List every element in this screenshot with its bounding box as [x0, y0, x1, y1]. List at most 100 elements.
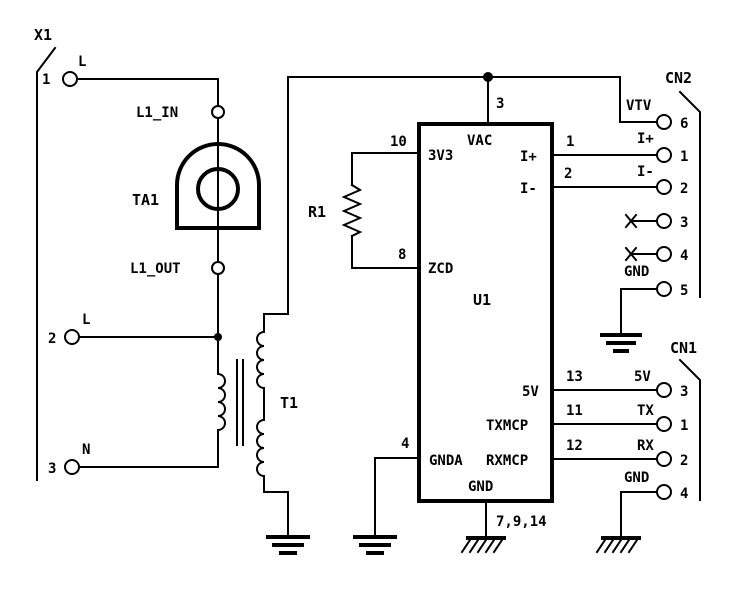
u1-pin-tx-number: 11 — [566, 403, 583, 419]
x1-pin1-number: 1 — [42, 72, 50, 88]
x1-pin1 — [62, 71, 78, 87]
u1-pin-gnda-number: 4 — [401, 436, 409, 452]
cn2-pin5 — [656, 281, 672, 297]
ground-symbol-cn2 — [600, 333, 642, 353]
t1-primary-coil — [216, 372, 226, 432]
cn2-pin1-label: I+ — [637, 131, 654, 147]
current-sensor-ta1: L1_IN TA1 L1_OUT — [76, 78, 261, 375]
wire-cn1-gnd — [620, 491, 658, 537]
cn2-pin6 — [656, 114, 672, 130]
l1-in-label: L1_IN — [136, 105, 178, 121]
cn1-pin4-number: 4 — [680, 486, 688, 502]
cn2-name: CN2 — [665, 69, 692, 87]
vac-rail: 3 — [483, 72, 659, 125]
cn2-pin6-number: 6 — [680, 116, 688, 132]
r1-zigzag — [341, 183, 363, 238]
x1-name: X1 — [34, 26, 52, 44]
u1-pin-im-number: 2 — [564, 166, 572, 182]
wire-t1-gnd — [263, 475, 289, 536]
ta1-body — [175, 142, 261, 230]
cn1-pin1-number: 1 — [680, 418, 688, 434]
ta1-name: TA1 — [132, 191, 159, 209]
cn2-pin5-label: GND — [624, 264, 649, 280]
ta1-core — [196, 167, 240, 211]
connector-x1: X1 1 L 2 L 3 N — [34, 26, 90, 481]
r1-name: R1 — [308, 203, 326, 221]
u1-label-im: I- — [520, 181, 537, 197]
x1-pin3-number: 3 — [48, 461, 56, 477]
t1-secondary-coil-upper — [256, 330, 266, 390]
u1-name: U1 — [473, 291, 491, 309]
u1-label-5v: 5V — [522, 384, 539, 400]
cn2-pin4 — [656, 246, 672, 262]
u1-label-3v3: 3V3 — [428, 148, 453, 164]
cn1-pin1 — [656, 416, 672, 432]
x1-bracket — [36, 46, 57, 481]
x1-pin2 — [64, 329, 80, 345]
cn2-pin1 — [656, 147, 672, 163]
l1-in-terminal — [211, 105, 225, 119]
u1-label-zcd: ZCD — [428, 261, 453, 277]
u1-label-rxmcp: RXMCP — [486, 453, 528, 469]
t1-secondary-coil-lower — [256, 418, 266, 478]
u1-label-gnd: GND — [468, 479, 493, 495]
cn2-pin3 — [656, 213, 672, 229]
wire-r1-top — [351, 152, 419, 186]
cn1-pin2 — [656, 451, 672, 467]
cn1-pin4-label: GND — [624, 470, 649, 486]
u1-pin-vac-number: 3 — [496, 96, 504, 112]
cn2-pin2-label: I- — [637, 164, 654, 180]
cn2-pin3-number: 3 — [680, 215, 688, 231]
cn1-pin4 — [656, 484, 672, 500]
cn1-pin3-label: 5V — [634, 369, 651, 385]
chassis-ground-cn1 — [595, 536, 641, 554]
wire-l1-in — [76, 78, 219, 107]
resistor-r1: R1 10 8 — [308, 134, 419, 269]
u1-label-gnda: GNDA — [429, 453, 463, 469]
transformer-t1: T1 — [78, 76, 489, 555]
wire-n — [78, 429, 219, 468]
cn1-pin2-label: RX — [637, 438, 654, 454]
cn1-pin1-label: TX — [637, 403, 654, 419]
cn2-pin1-number: 1 — [680, 149, 688, 165]
cn2-pin5-number: 5 — [680, 283, 688, 299]
cn2-pin3-no-connect — [624, 213, 658, 229]
cn1-bracket — [678, 358, 701, 501]
cn1-pin2-number: 2 — [680, 453, 688, 469]
wire-r1-bottom — [351, 235, 419, 269]
cn2-pin6-label: VTV — [626, 98, 652, 114]
cn2-pin4-number: 4 — [680, 248, 688, 264]
u1-pin-5v-number: 13 — [566, 369, 583, 385]
u1-pin-3v3-number: 10 — [390, 134, 407, 150]
connector-cn2: CN2 VTV 6 I+ 1 I- 2 3 4 GND 5 — [600, 69, 701, 353]
u1-pin-rx-number: 12 — [566, 438, 583, 454]
cn2-pin2 — [656, 179, 672, 195]
connector-cn1: CN1 5V 3 TX 1 RX 2 GND 4 — [595, 339, 701, 554]
cn1-name: CN1 — [670, 339, 697, 357]
ground-symbol-gnda — [353, 535, 397, 555]
wire-cn2-gnd — [620, 288, 658, 334]
u1-pin-gnd-number: 7,9,14 — [496, 514, 547, 530]
u1-label-ip: I+ — [520, 149, 537, 165]
x1-pin3 — [64, 459, 80, 475]
u1-pin-zcd-number: 8 — [398, 247, 406, 263]
u1-label-txmcp: TXMCP — [486, 418, 528, 434]
cn2-bracket — [678, 90, 701, 298]
l1-out-label: L1_OUT — [130, 261, 181, 277]
u1-label-vac: VAC — [467, 133, 492, 149]
x1-pin1-label: L — [78, 54, 86, 70]
x1-pin2-number: 2 — [48, 331, 56, 347]
ic-u1: VAC 3V3 I+ I- ZCD U1 5V TXMCP GNDA RXMCP… — [353, 122, 659, 555]
l1-out-terminal — [211, 261, 225, 275]
cn1-pin3 — [656, 382, 672, 398]
wire-vac — [263, 76, 489, 333]
t1-name: T1 — [280, 394, 298, 412]
x1-pin2-label: L — [82, 312, 90, 328]
cn2-pin2-number: 2 — [680, 181, 688, 197]
chassis-ground-u1 — [460, 536, 506, 554]
cn1-pin3-number: 3 — [680, 384, 688, 400]
cn2-pin4-no-connect — [624, 246, 658, 262]
wire-gnda — [374, 457, 420, 536]
